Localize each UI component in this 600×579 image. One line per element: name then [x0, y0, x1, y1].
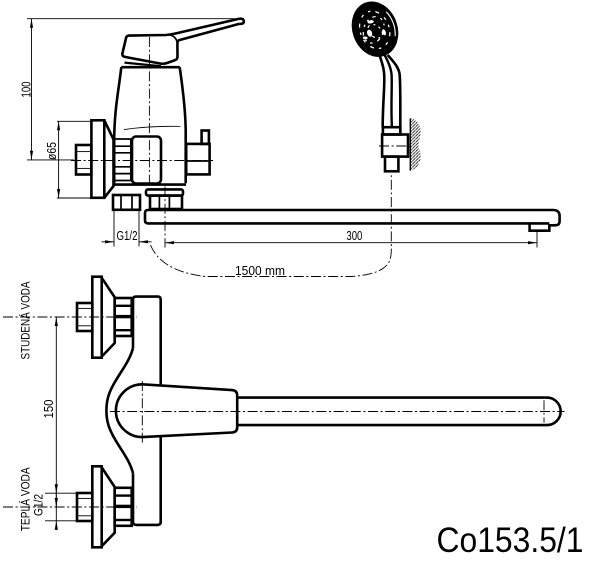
- svg-text:100: 100: [19, 81, 33, 97]
- svg-text:G1/2: G1/2: [34, 494, 46, 516]
- svg-text:150: 150: [42, 399, 56, 418]
- svg-text:300: 300: [346, 229, 362, 243]
- svg-text:G1/2: G1/2: [117, 229, 138, 243]
- svg-text:Co153.5/1: Co153.5/1: [437, 520, 584, 560]
- svg-text:1500 mm: 1500 mm: [235, 263, 285, 278]
- svg-text:ø65: ø65: [45, 142, 59, 160]
- svg-text:TEPLÁ VODA: TEPLÁ VODA: [19, 467, 32, 531]
- svg-text:STUDENÁ VODA: STUDENÁ VODA: [19, 281, 32, 359]
